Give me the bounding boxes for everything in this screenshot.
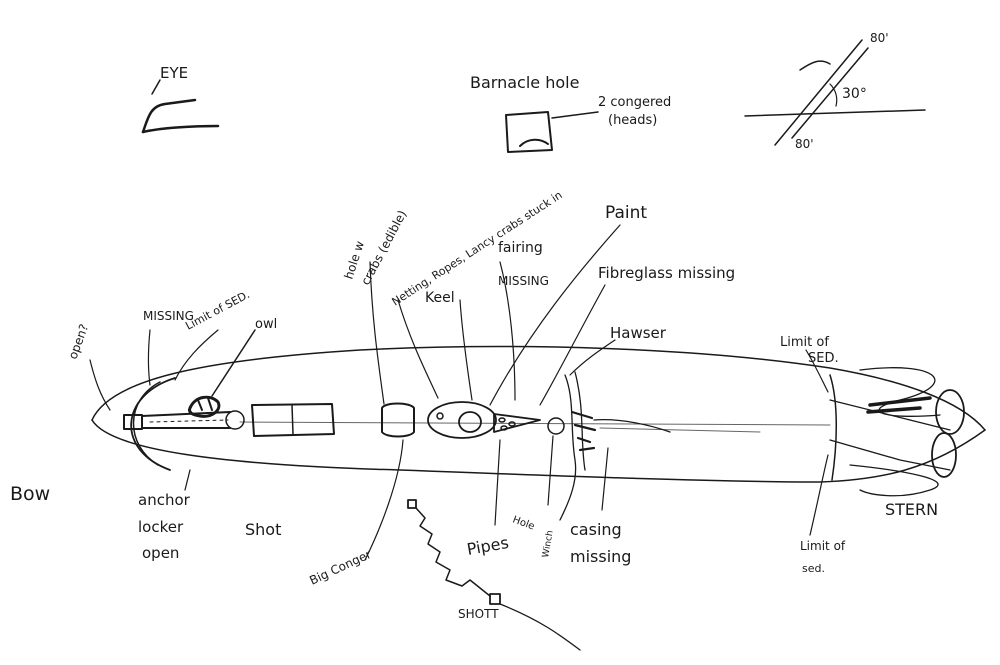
shott-rope <box>407 499 581 651</box>
angle-bottom-label: 80' <box>795 137 814 151</box>
anchor-locker-label-line2: locker <box>138 518 184 536</box>
limit-sed-bottom-label-line1: Limit of <box>800 539 846 553</box>
anchor-locker-label-line3: open <box>142 544 179 562</box>
shott-label: SHOTT <box>458 607 499 621</box>
limit-sed-bottom-label-line2: sed. <box>802 562 825 575</box>
paint-label: Paint <box>605 203 647 223</box>
shot-box <box>251 403 335 437</box>
fairing-label-line2: MISSING <box>498 274 549 288</box>
limit-sed-right-label-line1: Limit of <box>780 335 829 350</box>
angle-top-label: 80' <box>870 31 889 45</box>
fairing-label-line1: fairing <box>498 240 543 256</box>
stern-label: STERN <box>885 500 938 519</box>
fibreglass-label: Fibreglass missing <box>598 264 735 282</box>
pipes-label: Pipes <box>465 533 510 559</box>
hole-label: Hole <box>511 514 536 532</box>
angle-detail: 80' 30° 80' <box>744 31 926 151</box>
owl-label: owl <box>255 317 277 332</box>
angle-mid-label: 30° <box>842 86 867 102</box>
congers-label-line1: 2 congered <box>598 95 671 110</box>
barnacle-hole-label: Barnacle hole <box>470 73 579 92</box>
big-conger-box <box>381 402 415 438</box>
hole-w-crabs-label-line2: crabs (edible) <box>358 208 409 288</box>
owl-mark: owl <box>188 317 277 418</box>
anchor-chain <box>123 410 245 430</box>
casing-label-line2: missing <box>570 547 631 566</box>
hawser-winch <box>559 371 671 521</box>
hawser-label: Hawser <box>610 324 667 342</box>
keel-label: Keel <box>425 290 455 306</box>
big-conger-label: Big Conger <box>307 547 373 588</box>
pipes-section <box>493 413 565 435</box>
shot-label: Shot <box>245 520 281 539</box>
winch-label: Winch <box>541 530 556 559</box>
limit-sed-right-label-line2: SED. <box>808 351 839 366</box>
hatch-circles <box>427 401 497 439</box>
stern-section <box>829 367 965 497</box>
anchor-locker-label-line1: anchor <box>138 491 191 509</box>
casing-label-line1: casing <box>570 520 622 539</box>
bow-label: Bow <box>10 483 50 505</box>
eye-detail: EYE <box>141 64 220 134</box>
congers-label-line2: (heads) <box>608 113 657 128</box>
barnacle-hole-detail: Barnacle hole 2 congered (heads) <box>470 73 671 153</box>
open-question-label: open? <box>66 322 92 361</box>
missing-label: MISSING <box>143 309 194 323</box>
eye-label: EYE <box>160 64 188 82</box>
hull-outline <box>91 345 986 483</box>
leader-lines <box>89 224 829 561</box>
